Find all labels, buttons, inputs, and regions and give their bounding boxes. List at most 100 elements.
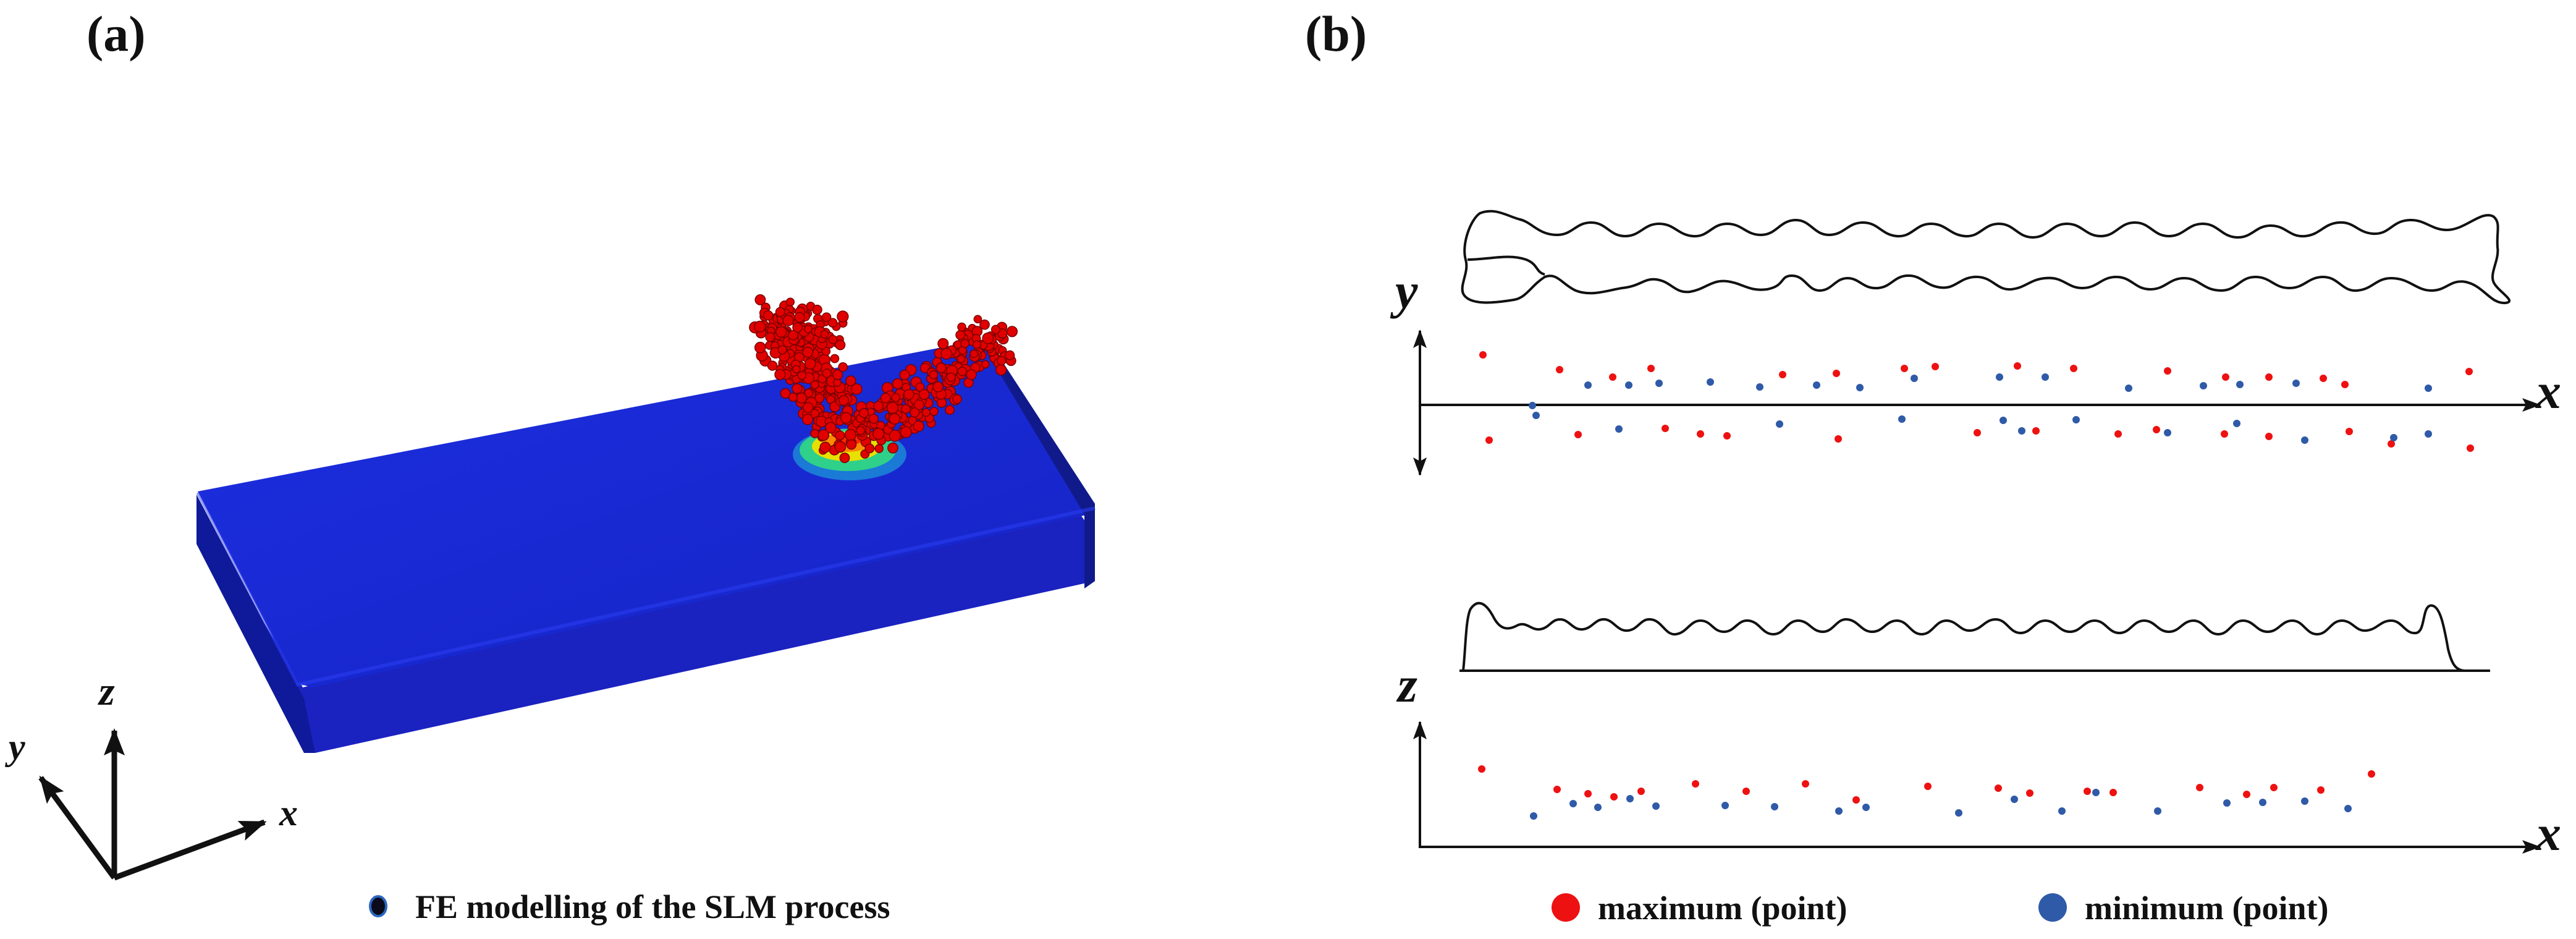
minimum-point	[2292, 380, 2300, 387]
powder-particle	[969, 349, 979, 359]
powder-particle	[802, 347, 814, 358]
powder-particle	[825, 422, 837, 434]
top-y-label: y	[1390, 263, 1418, 319]
maximum-point	[2153, 426, 2160, 433]
maximum-point	[1553, 786, 1561, 793]
maximum-point	[1901, 365, 1908, 372]
maximum-point	[1779, 371, 1786, 378]
powder-particle	[840, 412, 852, 424]
legend-minimum-marker	[2038, 893, 2067, 922]
powder-particle	[810, 380, 819, 389]
powder-particle	[901, 404, 911, 414]
maximum-point	[1478, 765, 1485, 773]
powder-particle	[918, 389, 930, 400]
powder-particle	[932, 381, 944, 393]
powder-particle	[874, 444, 884, 453]
powder-particle	[864, 443, 875, 454]
powder-particle	[929, 407, 939, 416]
powder-particle	[794, 312, 805, 323]
legend-a: FE modelling of the SLM process	[369, 888, 890, 925]
maximum-point	[1742, 788, 1750, 795]
minimum-point	[2301, 797, 2308, 805]
powder-particle	[801, 414, 814, 425]
powder-particle	[887, 442, 898, 454]
maximum-point	[2346, 428, 2353, 435]
minimum-point	[1707, 378, 1714, 386]
minimum-point	[2425, 385, 2432, 392]
maximum-point	[2320, 375, 2327, 382]
powder-particle	[973, 315, 982, 324]
minimum-point	[1756, 383, 1763, 391]
powder-particle	[839, 453, 850, 464]
minimum-point	[2092, 789, 2100, 796]
triad-x-axis	[113, 819, 267, 881]
powder-particle	[913, 420, 924, 432]
minimum-point	[1911, 375, 1918, 382]
substrate-edge	[296, 506, 1096, 687]
minimum-point	[2301, 436, 2308, 444]
substrate-block	[196, 343, 1096, 753]
minimum-point	[2164, 429, 2171, 436]
maximum-point	[2026, 789, 2033, 797]
maximum-point	[2265, 373, 2273, 381]
triad-z-label: z	[98, 669, 115, 714]
panel-a-label: (a)	[87, 6, 146, 62]
powder-particles	[749, 294, 1018, 464]
powder-particle	[955, 329, 966, 340]
powder-particle	[903, 389, 914, 400]
powder-particle	[817, 429, 830, 441]
maximum-point	[2221, 430, 2228, 438]
minimum-point	[2200, 382, 2207, 389]
powder-particle	[921, 408, 931, 417]
maximum-point	[2114, 430, 2122, 438]
maximum-point	[1662, 425, 1669, 432]
powder-particle	[782, 315, 794, 326]
minimum-point	[1594, 804, 1602, 811]
powder-particle	[900, 426, 912, 438]
powder-particle	[754, 341, 766, 354]
maximum-point	[1647, 365, 1655, 372]
powder-particle	[775, 307, 785, 317]
minimum-point	[2011, 796, 2018, 803]
powder-particle	[957, 367, 967, 376]
legend-maximum-marker	[1552, 893, 1580, 922]
powder-particle	[873, 401, 884, 412]
bottom-extrema-points	[1478, 765, 2375, 820]
top-axes: y x	[1390, 263, 2561, 476]
maximum-point	[1609, 373, 1616, 381]
powder-particle	[822, 368, 832, 378]
maximum-point	[2084, 788, 2091, 795]
powder-particle	[792, 322, 803, 333]
minimum-point	[2390, 434, 2397, 441]
minimum-point	[1856, 384, 1864, 391]
powder-particle	[763, 310, 774, 321]
powder-particle	[765, 332, 775, 342]
legend-maximum-label: maximum (point)	[1598, 890, 1848, 927]
maximum-point	[1574, 431, 1582, 438]
powder-particle	[979, 319, 990, 330]
legend-a-marker	[369, 895, 387, 917]
powder-particle	[830, 354, 840, 363]
powder-particle	[788, 393, 798, 402]
powder-particle	[960, 339, 969, 348]
maximum-point	[1833, 370, 1840, 377]
minimum-point	[1625, 381, 1632, 389]
powder-particle	[775, 326, 787, 338]
powder-particle	[820, 330, 829, 339]
maximum-point	[2164, 367, 2171, 375]
powder-particle	[851, 383, 863, 395]
minimum-point	[1615, 425, 1623, 433]
maximum-point	[1852, 796, 1860, 804]
minimum-point	[1652, 802, 1660, 810]
substrate-edge-left	[196, 491, 300, 686]
powder-particle	[858, 408, 869, 419]
minimum-point	[1813, 381, 1820, 389]
powder-particle	[946, 372, 956, 382]
minimum-point	[1721, 802, 1729, 809]
minimum-point	[2125, 385, 2132, 392]
powder-particle	[899, 370, 910, 381]
powder-particle	[945, 405, 955, 415]
maximum-point	[2270, 784, 2278, 791]
powder-particle	[856, 425, 866, 436]
